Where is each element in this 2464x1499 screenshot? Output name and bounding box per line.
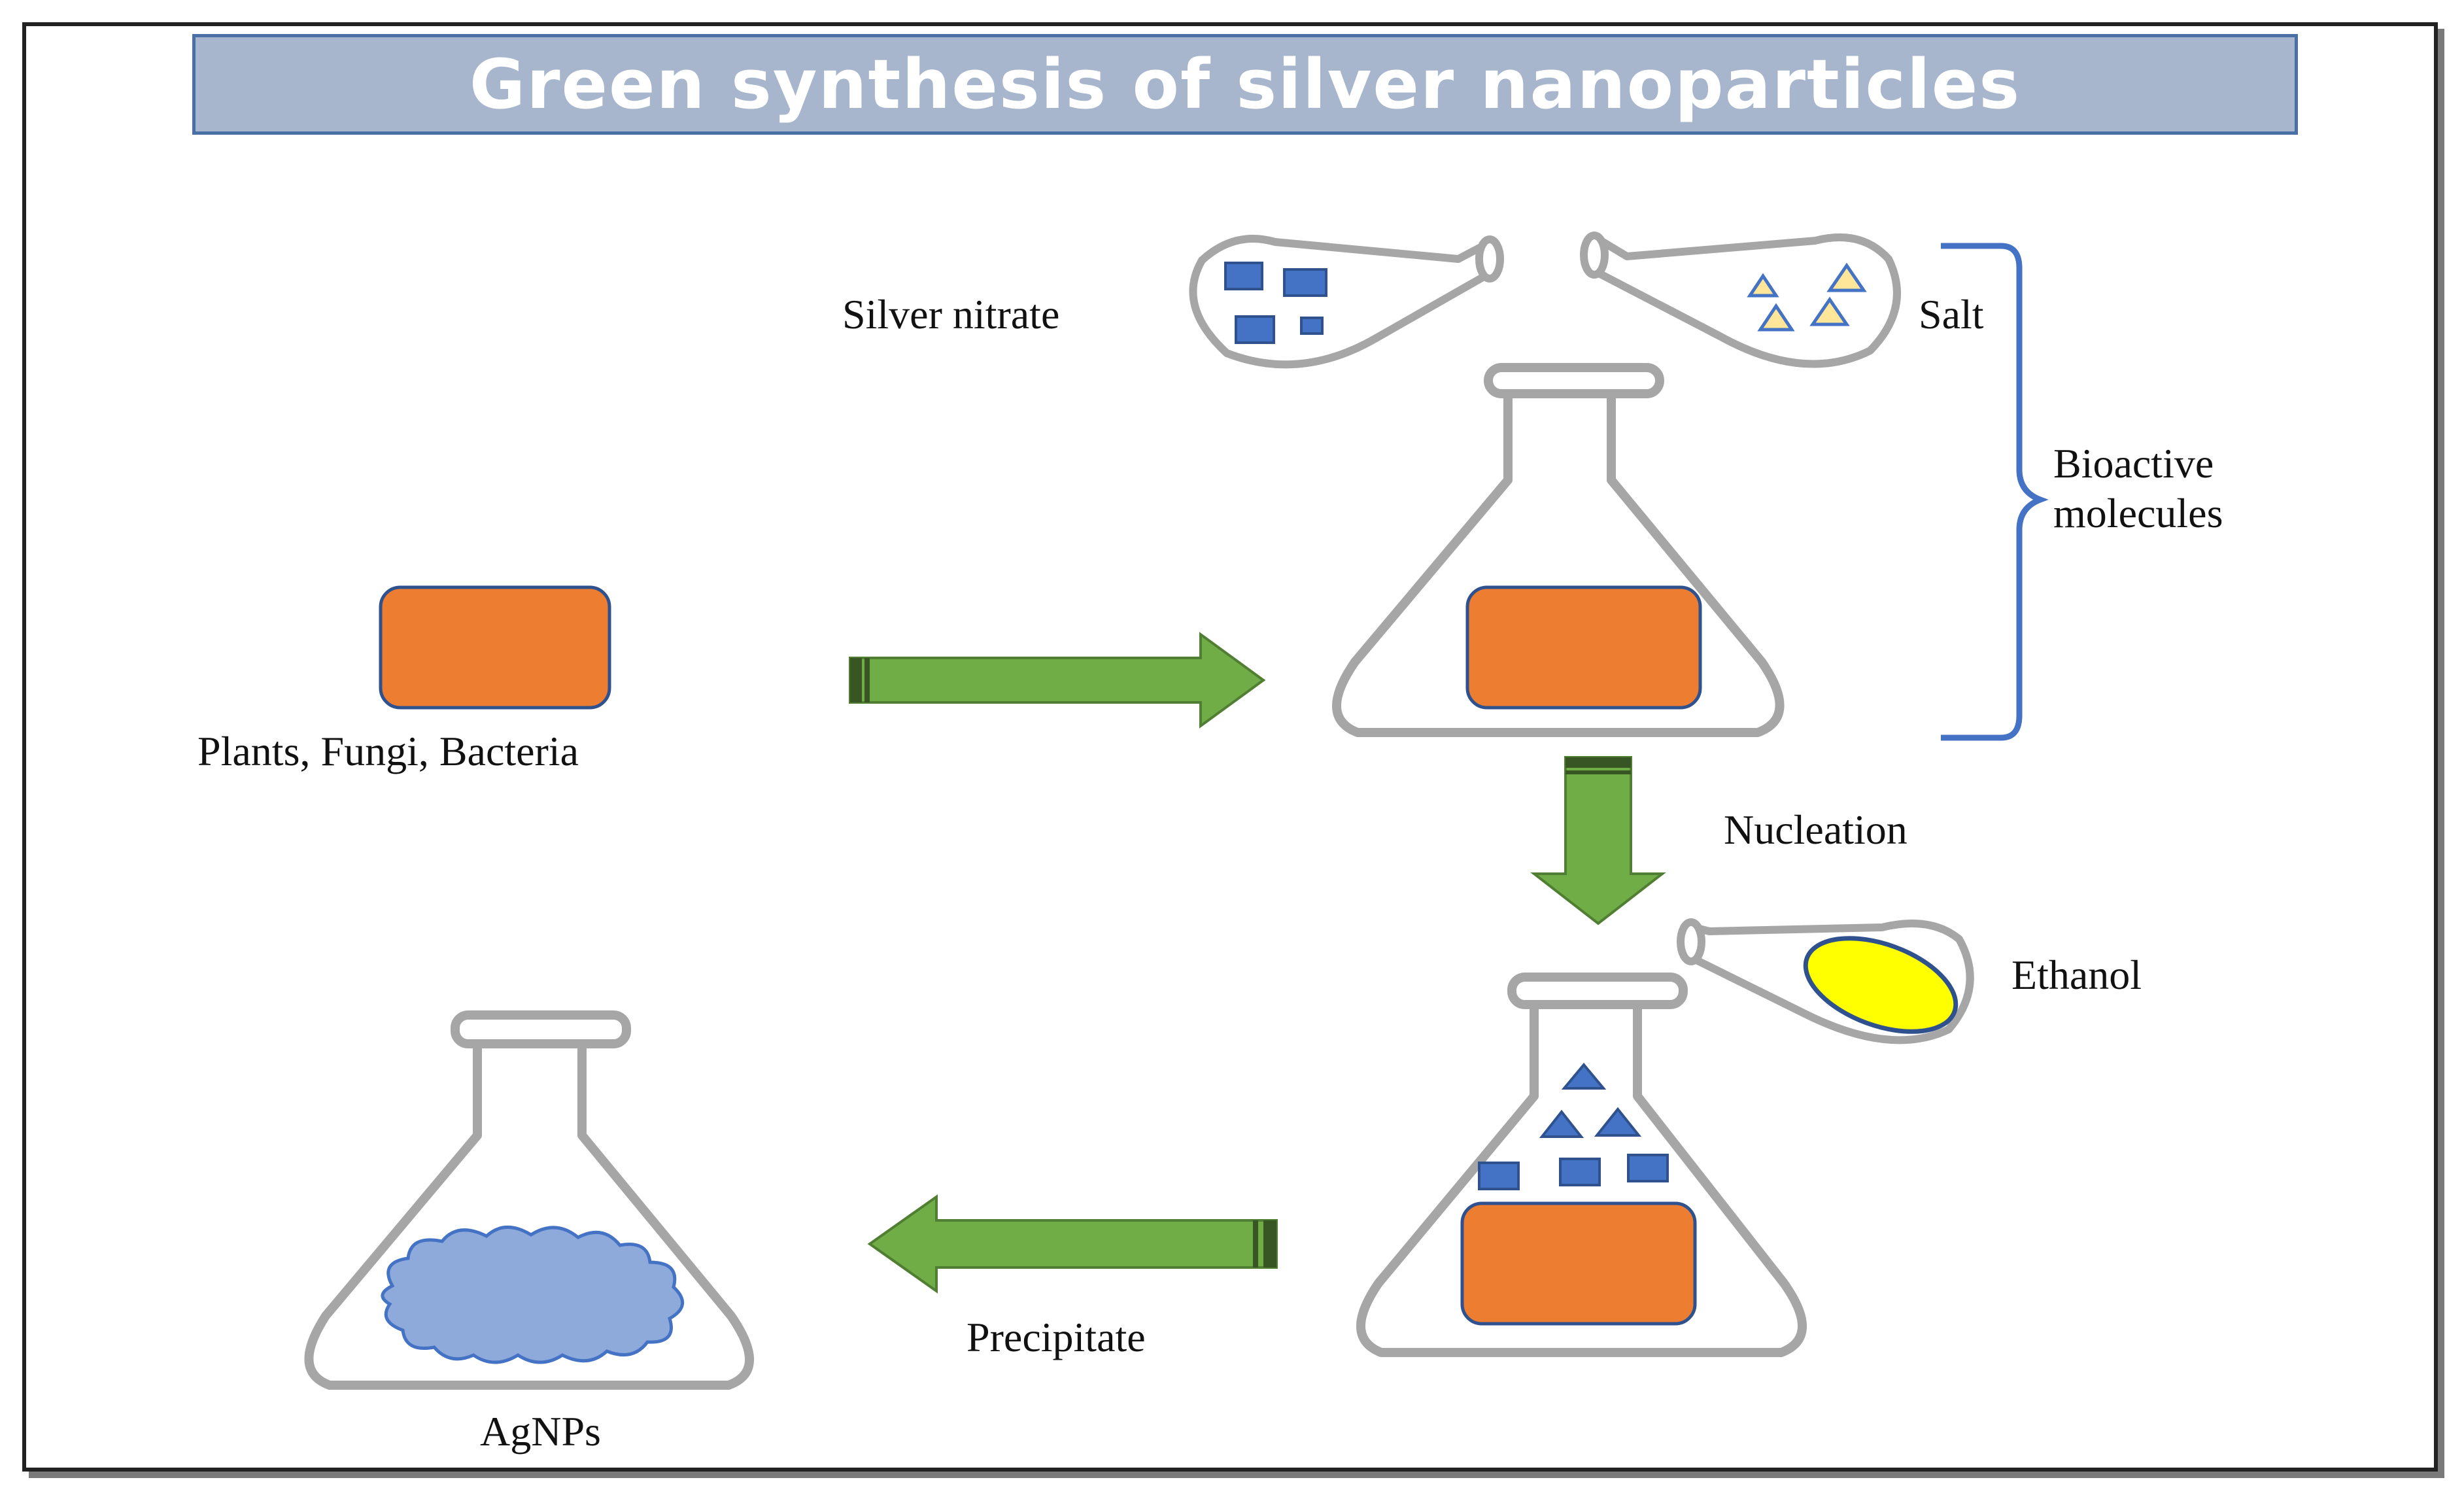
product-flask [304, 1010, 754, 1390]
nucleation-flask [1356, 973, 1807, 1357]
nucleation-label: Nucleation [1724, 806, 1908, 853]
salt-label: Salt [1919, 291, 1984, 337]
salt-flask [1580, 232, 1901, 368]
bioactive-bracket [1941, 243, 2049, 741]
ethanol-flask [1677, 918, 1974, 1044]
title-text: Green synthesis of silver nanoparticles [469, 44, 2021, 124]
title-banner: Green synthesis of silver nanoparticles [192, 34, 2298, 135]
source-label: Plants, Fungi, Bacteria [197, 728, 579, 774]
right-arrow [849, 632, 1266, 729]
bioactive-label-line2: molecules [2053, 490, 2223, 536]
nanoparticle-cloud [381, 1226, 685, 1364]
reaction-flask [1332, 363, 1785, 737]
down-arrow [1530, 756, 1666, 925]
agnps-label: AgNPs [480, 1408, 601, 1455]
silver-nitrate-label: Silver nitrate [842, 291, 1059, 337]
biomass-block [379, 585, 611, 710]
bioactive-label-line1: Bioactive [2053, 440, 2214, 487]
ethanol-label: Ethanol [2011, 952, 2142, 998]
precipitate-label: Precipitate [967, 1314, 1146, 1360]
left-arrow [867, 1194, 1278, 1294]
silver-nitrate-flask [1189, 235, 1504, 369]
